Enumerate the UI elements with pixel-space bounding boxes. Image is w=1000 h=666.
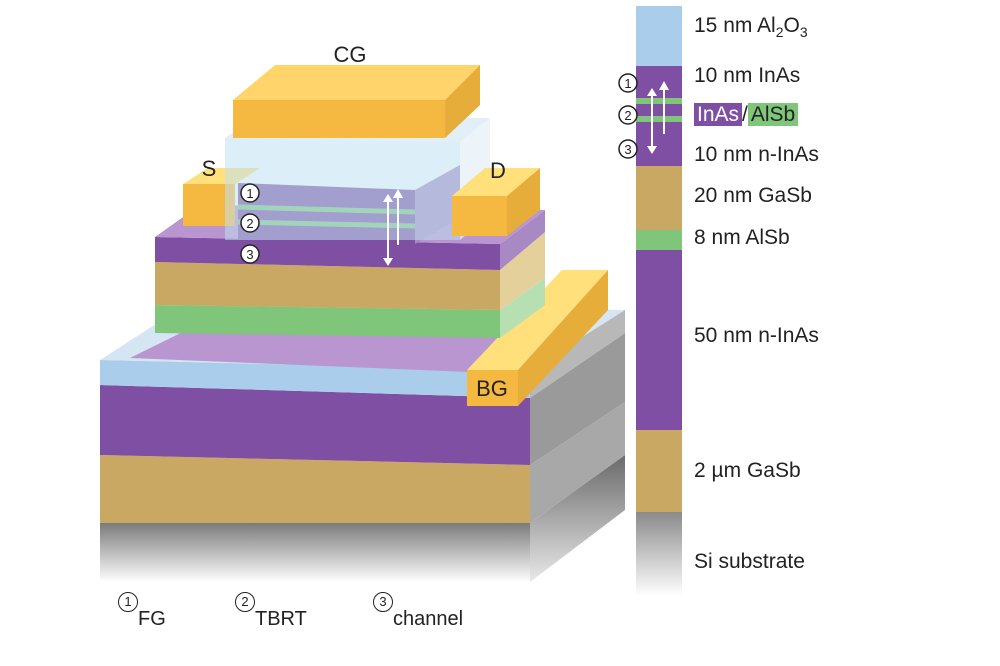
legend-item-tbrt: 2TBRT xyxy=(235,592,307,631)
strip-alsb-1 xyxy=(636,98,682,104)
layer-label-al2o3: 15 nm Al2O3 xyxy=(694,14,808,41)
back-gate-pad xyxy=(467,270,608,406)
strip-n-inas-50 xyxy=(636,250,682,430)
legend-marker-1: 1 xyxy=(118,592,138,612)
strip-marker-3: 3 xyxy=(618,139,638,159)
layer-label-gasb-20: 20 nm GaSb xyxy=(694,184,812,207)
legend-item-channel: 3channel xyxy=(373,592,463,631)
gasb-middle-block xyxy=(155,232,545,310)
layer-label-gasb-2um: 2 µm GaSb xyxy=(694,459,801,482)
strip-marker-1: 1 xyxy=(618,73,638,93)
svg-text:2: 2 xyxy=(624,108,631,123)
source-label: S xyxy=(202,156,217,181)
n-inas-bottom-block xyxy=(100,333,625,465)
drain-label: D xyxy=(490,158,506,183)
layer-label-inas-10: 10 nm InAs xyxy=(694,64,801,87)
legend-marker-3: 3 xyxy=(373,592,393,612)
device-marker-2: 2 xyxy=(240,213,260,233)
strip-alsb-2 xyxy=(636,116,682,122)
layer-label-si: Si substrate xyxy=(694,550,805,573)
svg-text:2: 2 xyxy=(246,216,253,231)
alsb-barrier-block xyxy=(155,278,545,338)
device-marker-3: 3 xyxy=(240,244,260,264)
strip-al2o3 xyxy=(636,6,682,66)
si-substrate-block xyxy=(100,455,625,582)
svg-text:1: 1 xyxy=(246,186,253,201)
strip-gasb-2um xyxy=(636,430,682,512)
drain-pad xyxy=(452,168,540,236)
strip-alsb-8 xyxy=(636,230,682,250)
strip-si xyxy=(636,512,682,596)
legend-marker-2: 2 xyxy=(235,592,255,612)
tunneling-arrow-device xyxy=(383,189,403,266)
layer-label-n-inas-50: 50 nm n-InAs xyxy=(694,324,819,347)
strip-gasb-20 xyxy=(636,166,682,230)
svg-text:3: 3 xyxy=(624,142,631,157)
tunneling-arrow-strip xyxy=(647,81,669,154)
cg-label: CG xyxy=(334,42,367,67)
layer-label-alsb-8: 8 nm AlSb xyxy=(694,226,790,249)
legend-item-fg: 1FG xyxy=(118,592,166,631)
device-marker-1: 1 xyxy=(240,183,260,203)
layer-stack-strip xyxy=(636,6,682,596)
strip-marker-2: 2 xyxy=(618,105,638,125)
control-gate-pad xyxy=(233,65,480,138)
svg-text:1: 1 xyxy=(624,76,631,91)
gasb-buffer-block xyxy=(100,402,625,523)
layer-label-n-inas-10: 10 nm n-InAs xyxy=(694,143,819,166)
svg-text:3: 3 xyxy=(246,247,253,262)
layer-label-inas-alsb: InAs/AlSb xyxy=(694,103,799,127)
bg-label: BG xyxy=(476,376,508,401)
